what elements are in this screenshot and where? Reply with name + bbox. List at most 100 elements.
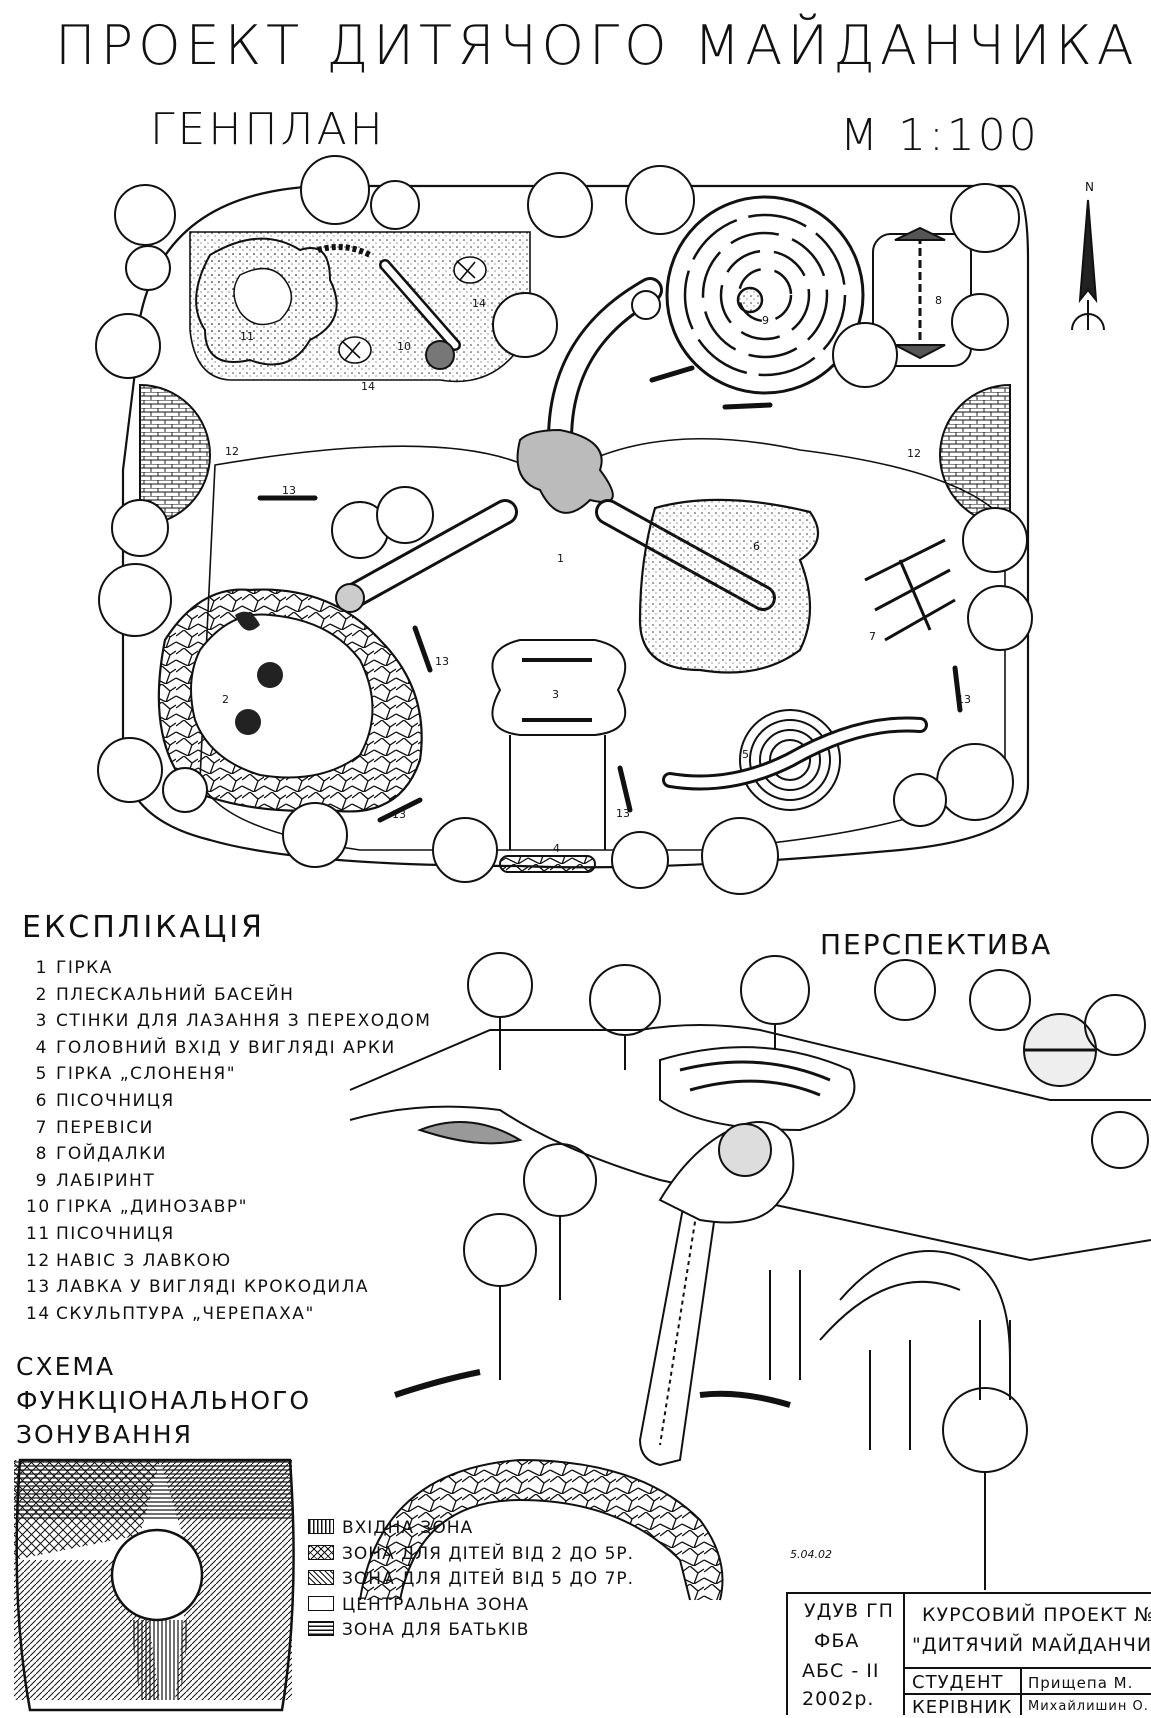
tree — [951, 293, 1009, 351]
plan-number: 4 — [553, 842, 560, 855]
zoning-legend-label: ВХІДНА ЗОНА — [342, 1518, 474, 1538]
turtle-sculpture-b — [338, 336, 372, 364]
overhangs-7 — [864, 538, 956, 642]
crocodile-benches-13 — [257, 365, 963, 823]
canopy-12-west — [139, 383, 212, 527]
plan-number: 8 — [935, 294, 942, 307]
title-block-grid — [903, 1594, 1151, 1715]
explication-item-number: 6 — [35, 1090, 48, 1111]
zoning-legend-item: ЦЕНТРАЛЬНА ЗОНА — [308, 1593, 634, 1619]
zoning-legend-item: ВХІДНА ЗОНА — [308, 1516, 634, 1542]
perspective-arch — [839, 1250, 1011, 1361]
zoning-swatch — [308, 1595, 334, 1611]
group: АБС - II — [802, 1660, 880, 1682]
zoning-swatch — [308, 1544, 334, 1560]
sandbox-6 — [638, 498, 820, 674]
tree — [300, 155, 370, 225]
tree — [832, 322, 898, 388]
explication-item-label: ЛАБІРИНТ — [56, 1170, 156, 1191]
explication-item-number: 3 — [35, 1011, 48, 1032]
zoning-legend-item: ЗОНА ДЛЯ ДІТЕЙ ВІД 2 ДО 5Р. — [308, 1542, 634, 1568]
explication-item-number: 9 — [35, 1170, 48, 1191]
site-boundary — [121, 184, 1030, 869]
plan-number: 13 — [616, 807, 630, 820]
org-2: ФБА — [814, 1630, 860, 1652]
project-label: КУРСОВИЙ ПРОЕКТ № — [922, 1604, 1151, 1626]
explication-item-number: 1 — [35, 958, 48, 978]
perspective-trees — [463, 952, 1149, 1590]
zone-entry — [130, 1620, 190, 1700]
plan-number: 13 — [957, 693, 971, 706]
explication-item-number: 13 — [26, 1277, 51, 1298]
tree — [936, 743, 1014, 821]
zoning-title: СХЕМА ФУНКЦІОНАЛЬНОГО ЗОНУВАННЯ — [16, 1352, 312, 1449]
tree — [95, 313, 161, 379]
explication-item-number: 4 — [35, 1037, 48, 1058]
tree — [432, 817, 498, 883]
signature-date: 5.04.02 — [790, 1548, 832, 1561]
plan-number: 12 — [907, 447, 921, 460]
plan-number: 1 — [557, 552, 564, 565]
tree — [492, 292, 558, 358]
zoning-swatch — [308, 1519, 334, 1534]
zone-children-2-5 — [14, 1460, 160, 1560]
year: 2002р. — [802, 1688, 875, 1710]
zoning-legend-item: ЗОНА ДЛЯ БАТЬКІВ — [308, 1618, 634, 1644]
dinosaur-slide-10 — [317, 243, 461, 370]
tree — [967, 585, 1033, 651]
plan-number: 6 — [753, 540, 760, 553]
explication-item-number: 12 — [26, 1250, 51, 1271]
tree — [125, 245, 171, 291]
tree — [611, 831, 669, 889]
perspective-ground — [349, 1024, 1151, 1101]
explication-item-number: 14 — [26, 1303, 51, 1324]
scale-label: М 1:100 — [840, 110, 1040, 161]
zoning-legend: ВХІДНА ЗОНА ЗОНА ДЛЯ ДІТЕЙ ВІД 2 ДО 5Р. ЗО… — [308, 1516, 634, 1644]
plan-number: 2 — [222, 693, 229, 706]
zoning-swatch — [308, 1570, 334, 1585]
explication-item-label: ГОЛОВНИЙ ВХІД У ВИГЛЯДІ АРКИ — [56, 1037, 396, 1058]
tree — [527, 172, 593, 238]
entrance-arch-4 — [499, 855, 596, 873]
inner-path — [199, 437, 1006, 851]
project-name: "ДИТЯЧИЙ МАЙДАНЧИК" — [912, 1634, 1151, 1656]
explication-item: 7 ПЕРЕВІСИ — [26, 1115, 431, 1142]
plan-number: 10 — [397, 340, 411, 353]
trees — [95, 155, 1033, 895]
plan-number: 7 — [869, 630, 876, 643]
canopy-12-east — [938, 383, 1011, 527]
zoning-legend-item: ЗОНА ДЛЯ ДІТЕЙ ВІД 5 ДО 7Р. — [308, 1567, 634, 1593]
tree — [625, 165, 695, 235]
explication-title: ЕКСПЛІКАЦІЯ — [22, 910, 265, 945]
tree — [162, 767, 208, 813]
north-arrow — [1071, 199, 1105, 331]
explication-item-label: ПЕРЕВІСИ — [56, 1117, 154, 1138]
north-label: N — [1085, 180, 1096, 194]
tree — [893, 773, 947, 827]
site-plan-label: ГЕНПЛАН — [150, 104, 386, 155]
tree — [282, 802, 348, 868]
wading-pool-2 — [157, 588, 423, 813]
explication-item-number: 11 — [26, 1223, 51, 1244]
explication-item-label: ГІРКА „СЛОНЕНЯ" — [56, 1064, 237, 1085]
zone-children-5-7 — [160, 1460, 292, 1700]
supervisor-label: КЕРІВНИК — [912, 1697, 1013, 1718]
plan-number: 13 — [392, 808, 406, 821]
elephant-slide-5 — [662, 709, 928, 811]
explication-item-label: ГОЙДАЛКИ — [56, 1144, 167, 1165]
zoning-legend-label: ЗОНА ДЛЯ ДІТЕЙ ВІД 2 ДО 5Р. — [342, 1543, 635, 1564]
explication-item-number: 7 — [35, 1117, 48, 1138]
plan-number: 3 — [552, 688, 559, 701]
tree — [701, 817, 779, 895]
explication-item: 4 ГОЛОВНИЙ ВХІД У ВИГЛЯДІ АРКИ — [26, 1035, 431, 1062]
turtle-sculpture-a — [453, 256, 487, 284]
explication-item-label: СКУЛЬПТУРА „ЧЕРЕПАХА" — [56, 1303, 315, 1324]
explication-item-number: 10 — [26, 1197, 51, 1218]
org-1: УДУВ ГП — [804, 1600, 894, 1622]
plan-number: 14 — [472, 297, 486, 310]
